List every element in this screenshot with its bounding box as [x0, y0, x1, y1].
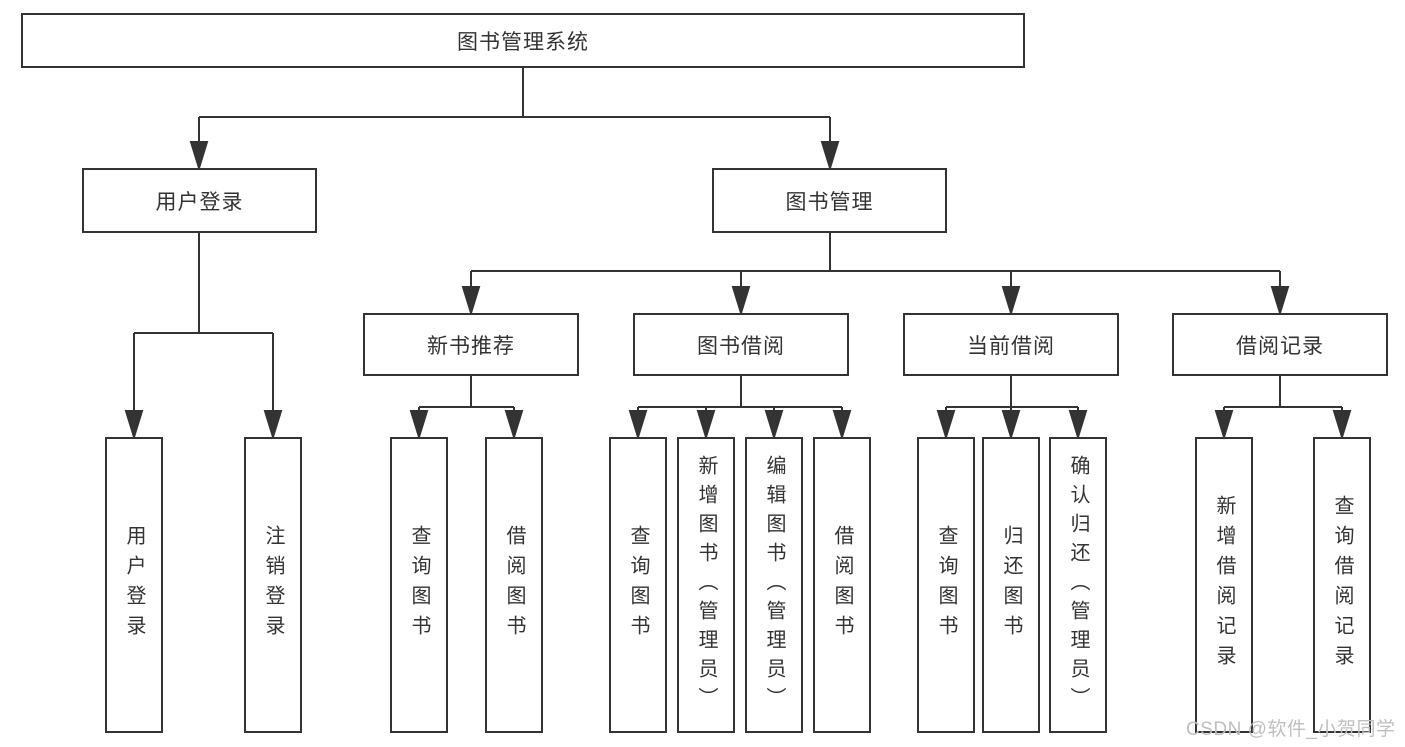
connector-borrow-records-split	[1214, 376, 1352, 441]
node-current-borrowing: 当前借阅	[903, 313, 1119, 376]
arrowhead-icon	[409, 410, 429, 441]
node-borrowing-records: 借阅记录	[1172, 313, 1388, 376]
node-label: 新增图书（管理员）	[695, 454, 717, 716]
csdn-watermark: CSDN @软件_小贺同学	[1186, 719, 1396, 740]
node-borrow-books-leaf: 借阅图书	[813, 437, 871, 733]
node-edit-books-admin: 编辑图书（管理员）	[745, 437, 803, 733]
node-confirm-return-admin: 确认归还（管理员）	[1049, 437, 1107, 733]
arrowhead-icon	[820, 141, 840, 172]
connector-user-login-split	[124, 233, 283, 441]
arrowhead-icon	[504, 410, 524, 441]
node-query-books-current: 查询图书	[917, 437, 975, 733]
node-user-login-leaf: 用户登录	[105, 437, 163, 733]
arrowhead-icon	[628, 410, 648, 441]
node-label: 查询图书	[627, 525, 649, 645]
node-label: 查询借阅记录	[1331, 495, 1353, 675]
node-query-books-borrow: 查询图书	[609, 437, 667, 733]
node-label: 归还图书	[1000, 525, 1022, 645]
node-label: 编辑图书（管理员）	[763, 454, 785, 716]
arrowhead-icon	[936, 410, 956, 441]
arrowhead-icon	[696, 410, 716, 441]
node-query-books-recommend: 查询图书	[390, 437, 448, 733]
arrowhead-icon	[1001, 286, 1021, 317]
connector-book-borrow-split	[628, 376, 852, 441]
node-new-book-recommendation: 新书推荐	[363, 313, 579, 376]
arrowhead-icon	[189, 141, 209, 172]
node-add-books-admin: 新增图书（管理员）	[677, 437, 735, 733]
node-label: 新增借阅记录	[1213, 495, 1235, 675]
node-label: 用户登录	[123, 525, 145, 645]
node-label: 注销登录	[262, 525, 284, 645]
node-book-management: 图书管理	[712, 168, 947, 233]
arrowhead-icon	[1270, 286, 1290, 317]
node-label: 查询图书	[935, 525, 957, 645]
connector-current-borrow-split	[936, 376, 1088, 441]
arrowhead-icon	[1332, 410, 1352, 441]
node-label: 确认归还（管理员）	[1067, 454, 1089, 716]
connector-new-book-split	[409, 376, 524, 441]
arrowhead-icon	[832, 410, 852, 441]
node-borrow-books-recommend: 借阅图书	[485, 437, 543, 733]
connector-book-management-split	[461, 233, 1290, 317]
arrowhead-icon	[731, 286, 751, 317]
arrowhead-icon	[1001, 410, 1021, 441]
node-add-borrow-record: 新增借阅记录	[1195, 437, 1253, 733]
node-label: 查询图书	[408, 525, 430, 645]
node-return-books: 归还图书	[982, 437, 1040, 733]
node-query-borrow-record: 查询借阅记录	[1313, 437, 1371, 733]
connector-root-split	[189, 68, 840, 172]
node-logout: 注销登录	[244, 437, 302, 733]
arrowhead-icon	[263, 410, 283, 441]
arrowhead-icon	[1068, 410, 1088, 441]
arrowhead-icon	[764, 410, 784, 441]
arrowhead-icon	[124, 410, 144, 441]
node-book-borrowing: 图书借阅	[633, 313, 849, 376]
node-label: 借阅图书	[503, 525, 525, 645]
arrowhead-icon	[1214, 410, 1234, 441]
arrowhead-icon	[461, 286, 481, 317]
node-user-login: 用户登录	[82, 168, 317, 233]
node-library-management-system: 图书管理系统	[21, 13, 1025, 68]
node-label: 借阅图书	[831, 525, 853, 645]
